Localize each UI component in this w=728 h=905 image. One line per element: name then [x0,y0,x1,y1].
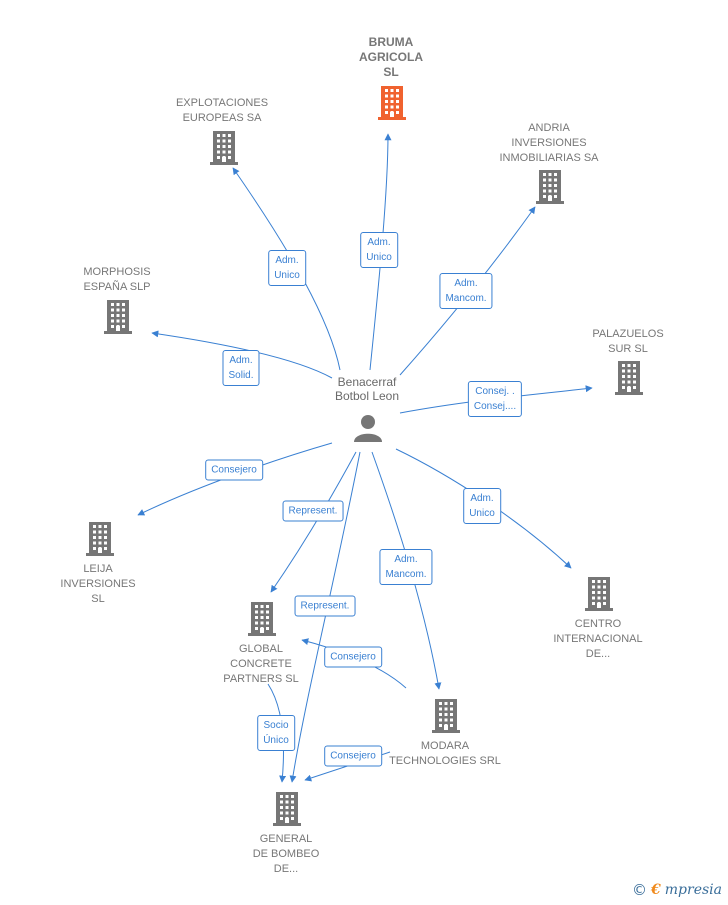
building-icon-modara[interactable] [432,699,460,733]
copyright-symbol: © [632,881,648,899]
edge-label-center-to-leija[interactable]: Consejero [205,459,263,481]
brand-initial: € [651,882,661,898]
building-icon-bruma[interactable] [378,86,406,120]
building-icon-andria[interactable] [536,170,564,204]
edge-center-to-morphosis [151,330,333,379]
building-icon-morphosis[interactable] [104,300,132,334]
building-icon-palazuelos[interactable] [615,361,643,395]
company-label-modara[interactable]: MODARA TECHNOLOGIES SRL [389,740,501,767]
edge-label-center-to-modara[interactable]: Adm. Mancom. [379,549,433,585]
edge-center-to-global [270,451,357,593]
edge-label-global-to-general[interactable]: Socio Único [257,715,295,751]
company-label-palazuelos[interactable]: PALAZUELOS SUR SL [592,328,664,355]
brand-watermark: © €mpresia [632,881,722,899]
building-icon-explotaciones[interactable] [210,131,238,165]
center-person-label[interactable]: Benacerraf Botbol Leon [334,375,400,403]
edge-label-center-to-palazuelos[interactable]: Consej. . Consej.... [467,381,523,417]
company-label-general[interactable]: GENERAL DE BOMBEO DE... [252,833,320,875]
company-label-explotaciones[interactable]: EXPLOTACIONES EUROPEAS SA [175,97,269,124]
building-icon-leija[interactable] [86,522,114,556]
edge-label-modara-to-global[interactable]: Consejero [324,646,382,668]
company-label-centro[interactable]: CENTRO INTERNACIONAL DE... [553,618,643,660]
edge-center-to-general [289,451,361,783]
edge-label-center-to-centro[interactable]: Adm. Unico [463,488,501,524]
company-label-morphosis[interactable]: MORPHOSIS ESPAÑA SLP [83,266,151,293]
edge-label-center-to-general[interactable]: Represent. [294,595,356,617]
company-label-leija[interactable]: LEIJA INVERSIONES SL [60,563,136,605]
building-icon-general[interactable] [273,792,301,826]
edge-label-center-to-bruma[interactable]: Adm. Unico [360,232,398,268]
brand-name: mpresia [664,882,722,898]
edge-label-center-to-explotaciones[interactable]: Adm. Unico [268,250,306,286]
edge-label-center-to-global[interactable]: Represent. [282,500,344,522]
building-icon-centro[interactable] [585,577,613,611]
company-label-andria[interactable]: ANDRIA INVERSIONES INMOBILIARIAS SA [499,122,599,164]
person-icon[interactable] [354,415,382,442]
company-label-global[interactable]: GLOBAL CONCRETE PARTNERS SL [223,643,299,685]
building-icon-global[interactable] [248,602,276,636]
edge-label-center-to-morphosis[interactable]: Adm. Solid. [222,350,260,386]
icons-layer [86,86,643,826]
edge-label-modara-to-general[interactable]: Consejero [324,745,382,767]
edge-label-center-to-andria[interactable]: Adm. Mancom. [439,273,493,309]
company-label-bruma[interactable]: BRUMA AGRICOLA SL [359,35,423,79]
